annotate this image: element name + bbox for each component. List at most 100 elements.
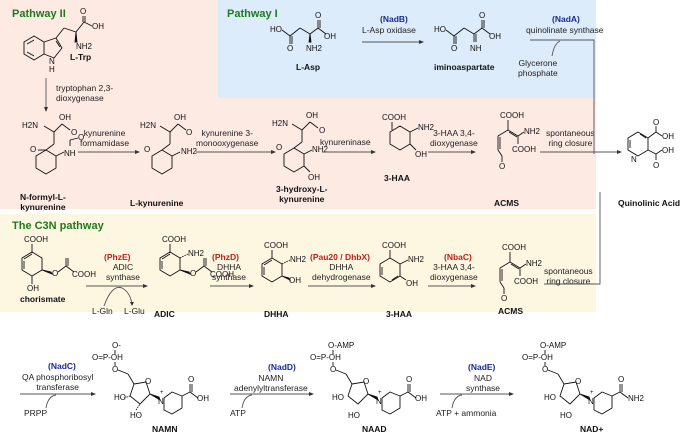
- svg-text:OH: OH: [415, 150, 427, 159]
- svg-text:O: O: [653, 118, 659, 127]
- naad-structure: O-AMP O=P-OH O O HO HO N+ OOH: [310, 341, 427, 420]
- arrow-3haa-to-acms: [428, 150, 476, 154]
- arrow-acms-to-qa: [540, 150, 622, 154]
- svg-text:NH: NH: [470, 44, 482, 53]
- nade-enzyme: (NadE): [468, 362, 496, 372]
- svg-text:COOH: COOH: [502, 243, 526, 252]
- kynureninase-label: kynureninase: [320, 137, 371, 147]
- l-glu-label: L-Glu: [124, 306, 145, 316]
- svg-text:+: +: [590, 390, 594, 396]
- svg-text:O: O: [319, 126, 325, 135]
- svg-text:O: O: [618, 375, 624, 384]
- c3n-3-haa-label: 3-HAA: [386, 309, 412, 319]
- pathway-ii-title: Pathway II: [12, 8, 66, 20]
- svg-text:OH: OH: [59, 113, 71, 122]
- l-gln-label: L-Gln: [92, 306, 113, 316]
- svg-text:O: O: [499, 162, 505, 171]
- svg-text:COOH: COOH: [382, 241, 406, 250]
- svg-text:O: O: [190, 269, 196, 278]
- svg-text:O=P-OH: O=P-OH: [92, 353, 123, 362]
- svg-text:O: O: [186, 128, 192, 137]
- svg-text:O: O: [52, 269, 58, 278]
- l-asp-oxidase-label: L-Asp oxidase: [362, 25, 416, 35]
- svg-text:O-AMP: O-AMP: [540, 341, 566, 350]
- c3n-acms-structure: COOH NH2 COOH O: [499, 243, 543, 303]
- namn-label: NAMN: [152, 424, 178, 434]
- arrow-chorismate-to-adic: [86, 284, 148, 307]
- l-asp-structure: HO O NH2 O OH: [270, 11, 336, 53]
- kynurenine-monooxygenase-label: kynurenine 3- monooxygenase: [196, 128, 259, 148]
- svg-text:NH2: NH2: [312, 145, 329, 154]
- svg-text:OH: OH: [197, 394, 209, 403]
- pau20-dhbx-enzyme: (Pau20 / DhbX): [310, 252, 370, 262]
- svg-text:OH: OH: [415, 394, 427, 403]
- svg-text:N: N: [588, 397, 594, 406]
- svg-text:HO: HO: [560, 411, 572, 420]
- svg-text:O: O: [363, 377, 369, 386]
- svg-text:NH2: NH2: [290, 255, 307, 264]
- svg-text:COOH: COOH: [500, 111, 524, 120]
- chorismate-label: chorismate: [20, 294, 66, 304]
- tryptophan-dioxygenase-label: tryptophan 2,3- dioxygenase: [56, 83, 114, 103]
- svg-text:NH2: NH2: [76, 42, 93, 51]
- iminoaspartate-structure: HO O NH O OH: [434, 11, 501, 53]
- arrow-qa-to-namn: [20, 392, 96, 409]
- arrow-kyn-to-3hk: [196, 150, 276, 154]
- svg-text:N: N: [49, 57, 55, 66]
- prpp-label: PRPP: [24, 408, 48, 418]
- nadd-enzyme: (NadD): [268, 362, 296, 372]
- l-trp-label: L-Trp: [70, 52, 92, 62]
- phzd-enzyme: (PhzD): [212, 252, 239, 262]
- svg-text:O: O: [145, 377, 151, 386]
- svg-text:NH: NH: [64, 149, 76, 158]
- svg-text:NH2: NH2: [526, 259, 543, 268]
- arrow-naad-to-nad: [440, 392, 514, 409]
- svg-text:O: O: [71, 128, 77, 137]
- svg-text:O: O: [542, 365, 548, 374]
- arrow-namn-to-naad: [230, 392, 314, 409]
- svg-text:NH2: NH2: [408, 255, 425, 264]
- acms-label: ACMS: [494, 198, 520, 208]
- svg-text:O: O: [575, 377, 581, 386]
- svg-text:O: O: [30, 145, 36, 154]
- arrow-c3n-acms-to-qa: [544, 192, 601, 285]
- namn-adenylyltransferase-label: NAMN adenylyltransferase: [234, 373, 308, 393]
- svg-text:HO: HO: [332, 393, 344, 402]
- naad-label: NAAD: [362, 424, 387, 434]
- svg-text:NH2: NH2: [188, 249, 205, 258]
- quinolinic-acid-structure: N O OH OH O: [627, 118, 674, 170]
- svg-text:H2N: H2N: [272, 119, 288, 128]
- 3-hydroxykynurenine-label: 3-hydroxy-L- kynurenine: [276, 184, 328, 204]
- svg-text:NH2: NH2: [628, 394, 645, 403]
- svg-text:N: N: [631, 155, 637, 164]
- svg-text:OH: OH: [289, 276, 301, 285]
- c3n-pathway-title: The C3N pathway: [12, 220, 104, 232]
- svg-text:OH: OH: [92, 22, 104, 31]
- svg-text:NH2: NH2: [524, 127, 541, 136]
- svg-text:OH: OH: [324, 32, 336, 41]
- nad-synthase-label: NAD synthase: [466, 373, 501, 393]
- svg-text:NH2: NH2: [181, 147, 198, 156]
- svg-text:O: O: [451, 44, 457, 53]
- svg-text:OH: OH: [662, 146, 674, 155]
- svg-text:O: O: [330, 365, 336, 374]
- svg-text:+: +: [160, 390, 164, 396]
- chorismate-structure: COOH O COOH OH: [21, 235, 96, 293]
- svg-text:HO: HO: [114, 393, 126, 402]
- 3-haa-structure: COOH NH2 OH: [382, 113, 435, 159]
- svg-text:O: O: [78, 133, 84, 142]
- atp-label: ATP: [230, 408, 246, 418]
- svg-text:O: O: [112, 365, 118, 374]
- svg-text:O-AMP: O-AMP: [328, 341, 354, 350]
- svg-text:OH: OH: [306, 111, 318, 120]
- qa-phosphoribosyltransferase-label: QA phosphoribosyl transferase: [22, 372, 94, 392]
- l-kynurenine-label: L-kynurenine: [130, 198, 184, 208]
- c3n-acms-label: ACMS: [498, 306, 524, 316]
- svg-text:O: O: [188, 375, 194, 384]
- svg-text:O=P-OH: O=P-OH: [310, 353, 341, 362]
- 3-haa-label: 3-HAA: [384, 173, 410, 183]
- 3-haa-dioxygenase-label: 3-HAA 3,4- dioxygenase: [430, 128, 478, 148]
